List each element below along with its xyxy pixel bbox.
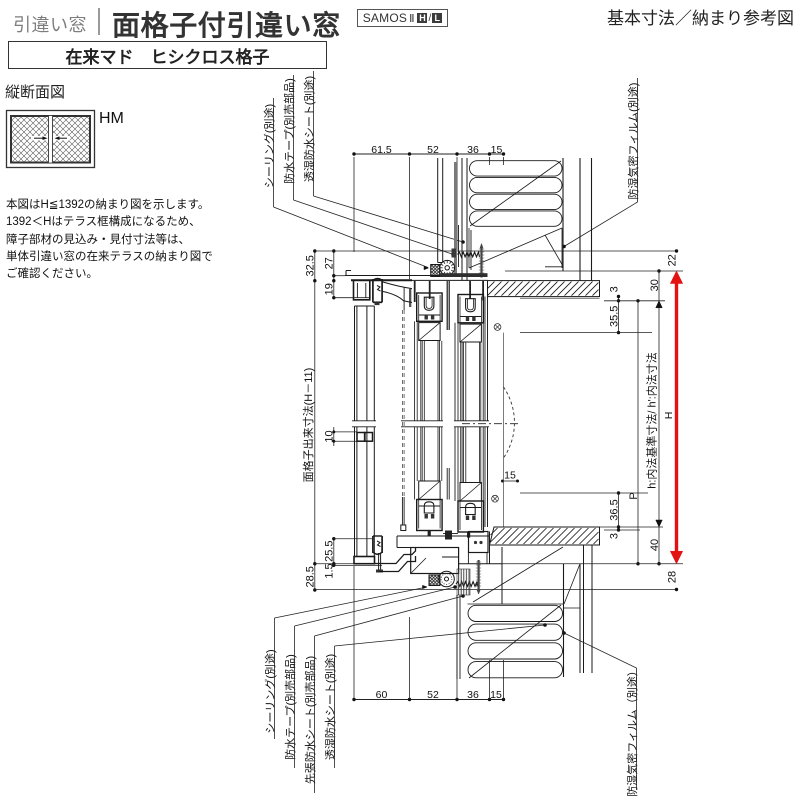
- svg-text:22: 22: [666, 254, 678, 266]
- svg-text:10: 10: [324, 430, 336, 442]
- svg-text:36: 36: [467, 689, 479, 701]
- svg-text:防水テープ(別売部品): 防水テープ(別売部品): [283, 654, 297, 760]
- svg-text:28.5: 28.5: [305, 566, 317, 587]
- svg-text:H: H: [663, 412, 675, 420]
- svg-text:60: 60: [376, 689, 388, 701]
- svg-text:25.5: 25.5: [324, 540, 336, 561]
- svg-text:15: 15: [490, 689, 502, 701]
- svg-text:52: 52: [427, 144, 439, 156]
- svg-text:先張防水シート(別売部品): 先張防水シート(別売部品): [303, 656, 317, 784]
- svg-text:35.5: 35.5: [608, 306, 620, 327]
- svg-text:40: 40: [649, 539, 661, 551]
- svg-text:h:内法基準寸法/ h':内法寸法: h:内法基準寸法/ h':内法寸法: [645, 352, 659, 489]
- svg-text:3: 3: [608, 286, 620, 292]
- svg-text:P: P: [628, 492, 640, 499]
- svg-text:32.5: 32.5: [305, 255, 317, 276]
- svg-text:15: 15: [504, 470, 516, 482]
- svg-text:15: 15: [491, 144, 503, 156]
- svg-text:1.5: 1.5: [324, 563, 336, 578]
- svg-text:36: 36: [467, 144, 479, 156]
- svg-text:面格子出来寸法(H－11): 面格子出来寸法(H－11): [301, 368, 315, 483]
- svg-text:19: 19: [324, 283, 336, 295]
- svg-text:透湿防水シート(別途): 透湿防水シート(別途): [302, 76, 316, 182]
- svg-text:3: 3: [608, 533, 620, 539]
- svg-text:28: 28: [666, 571, 678, 583]
- svg-text:36.5: 36.5: [608, 499, 620, 520]
- svg-text:シーリング(別途): シーリング(別途): [262, 104, 276, 188]
- svg-text:防湿気密フィルム(別途): 防湿気密フィルム(別途): [626, 83, 640, 200]
- svg-text:61.5: 61.5: [371, 144, 392, 156]
- svg-text:シーリング(別途): シーリング(別途): [263, 649, 277, 733]
- svg-text:52: 52: [427, 689, 439, 701]
- svg-text:防水テープ(別売部品): 防水テープ(別売部品): [282, 78, 296, 184]
- svg-text:30: 30: [649, 279, 661, 291]
- svg-text:防湿気密フィルム（別途）: 防湿気密フィルム（別途）: [625, 665, 639, 797]
- svg-text:27: 27: [324, 257, 336, 269]
- svg-text:透湿防水シート(別途): 透湿防水シート(別途): [323, 654, 337, 760]
